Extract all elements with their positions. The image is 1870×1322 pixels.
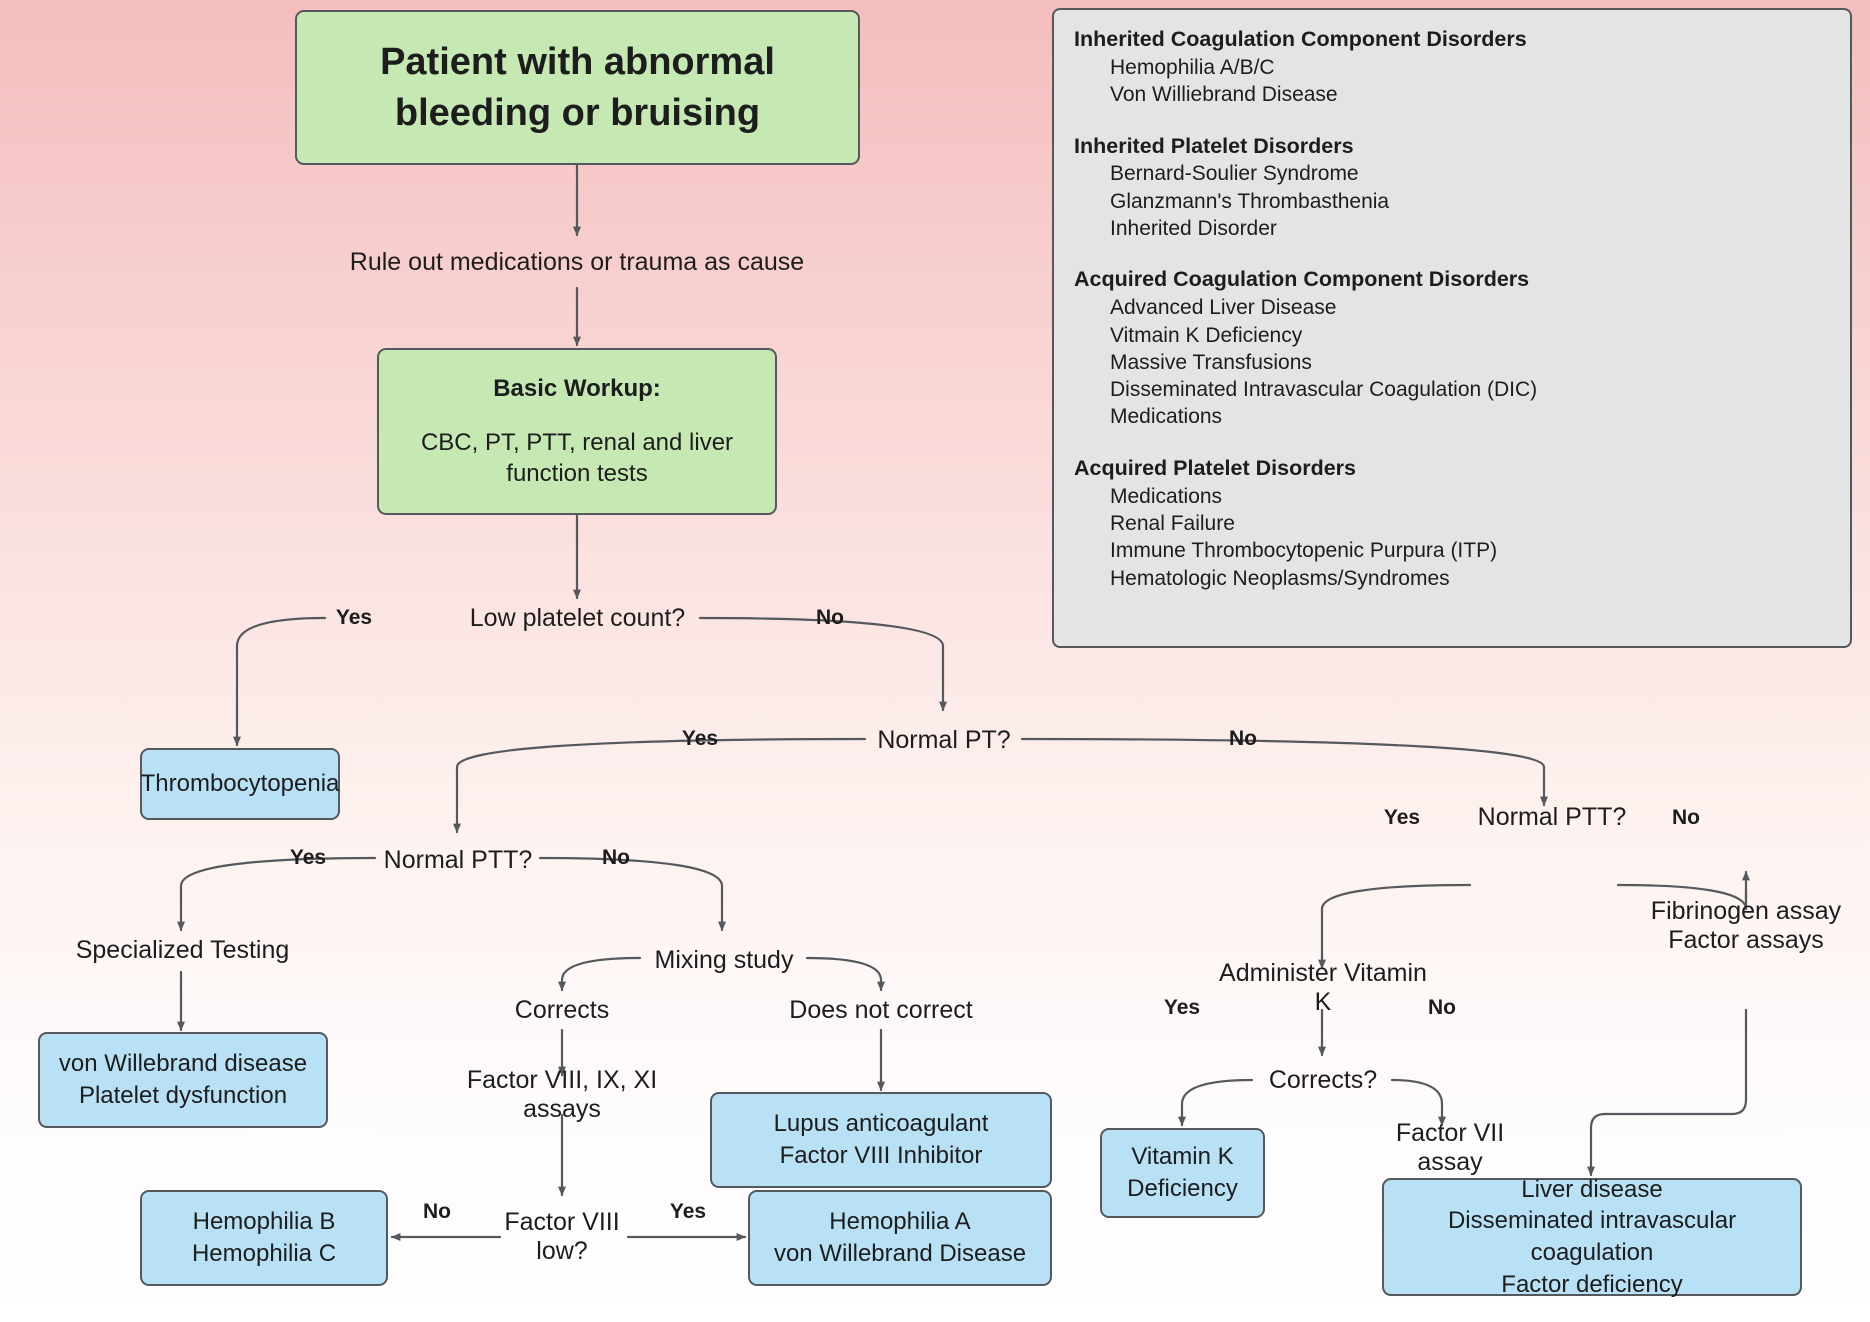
edge-label-normal-ptt-right-yes: Yes	[1383, 806, 1421, 829]
node-hemophilia-b-c[interactable]: Hemophilia B Hemophilia C	[140, 1190, 388, 1286]
legend-section: Acquired Platelet Disorders Medications …	[1074, 455, 1830, 592]
node-q-normal-ptt-right-label: Normal PTT?	[1477, 802, 1627, 831]
legend-item: Glanzmann's Thrombasthenia	[1110, 189, 1390, 213]
legend-heading: Inherited Coagulation Component Disorder…	[1074, 27, 1527, 51]
node-fibrinogen-assay: Fibrinogen assay Factor assays	[1640, 885, 1852, 967]
node-vwd-line1: von Willebrand disease	[58, 1050, 308, 1078]
legend-item: Hemophilia A/B/C	[1110, 55, 1275, 79]
legend-section: Acquired Coagulation Component Disorders…	[1074, 266, 1830, 430]
node-mixing-study-label: Mixing study	[654, 945, 794, 974]
node-q-factor-viii-low: Factor VIII low?	[495, 1196, 629, 1278]
node-thrombocytopenia[interactable]: Thrombocytopenia	[140, 748, 340, 820]
node-basic-workup-body: CBC, PT, PTT, renal and liver function t…	[420, 428, 734, 488]
node-vitamin-k-deficiency[interactable]: Vitamin K Deficiency	[1100, 1128, 1265, 1218]
node-start[interactable]: Patient with abnormal bleeding or bruisi…	[295, 10, 860, 165]
legend-item: Hematologic Neoplasms/Syndromes	[1110, 566, 1450, 590]
legend-heading: Acquired Coagulation Component Disorders	[1074, 267, 1530, 292]
node-start-line1: Patient with abnormal	[380, 41, 775, 84]
edge-label-factor-viii-yes: Yes	[669, 1200, 707, 1223]
node-hemophilia-a-vwd[interactable]: Hemophilia A von Willebrand Disease	[748, 1190, 1052, 1286]
edge-label-low-platelet-no: No	[816, 606, 844, 629]
legend-heading: Inherited Platelet Disorders	[1074, 133, 1354, 158]
node-hemophilia-b-c-line2: Hemophilia C	[191, 1240, 337, 1267]
node-corrects-label: Corrects	[514, 995, 610, 1024]
node-q-low-platelet: Low platelet count?	[400, 596, 755, 640]
node-liver-disease[interactable]: Liver disease Disseminated intravascular…	[1382, 1176, 1802, 1298]
legend-panel: Inherited Coagulation Component Disorder…	[1052, 8, 1852, 648]
node-vwd-line2: Platelet dysfunction	[78, 1082, 288, 1109]
legend-item: Medications	[1110, 405, 1223, 429]
node-basic-workup-title: Basic Workup:	[493, 374, 661, 402]
legend-heading: Acquired Platelet Disorders	[1074, 455, 1356, 480]
node-administer-vitamin-k: Administer Vitamin K	[1212, 959, 1434, 1016]
node-q-normal-ptt-left-label: Normal PTT?	[383, 845, 533, 874]
node-vitamin-k-def-line2: Deficiency	[1127, 1175, 1238, 1202]
legend-item: Von Williebrand Disease	[1110, 83, 1338, 107]
edge-label-normal-ptt-left-no: No	[602, 846, 630, 869]
edge-label-corrects-yes: Yes	[1163, 996, 1201, 1019]
legend-item: Advanced Liver Disease	[1110, 296, 1337, 320]
node-does-not-correct: Does not correct	[778, 988, 984, 1032]
edge-label-normal-pt-yes: Yes	[681, 727, 719, 750]
legend-section: Inherited Platelet Disorders Bernard-Sou…	[1074, 133, 1830, 243]
node-start-line2: bleeding or bruising	[394, 91, 761, 134]
legend-section: Inherited Coagulation Component Disorder…	[1074, 26, 1830, 109]
edge-label-normal-pt-no: No	[1229, 727, 1257, 750]
edge-label-factor-viii-no: No	[423, 1200, 451, 1223]
node-factor-vii-assay-label: Factor VII assay	[1395, 1119, 1505, 1176]
node-thrombocytopenia-label: Thrombocytopenia	[140, 770, 340, 798]
legend-item: Renal Failure	[1110, 512, 1235, 536]
node-q-normal-pt-label: Normal PT?	[877, 725, 1011, 754]
node-q-low-platelet-label: Low platelet count?	[469, 603, 686, 632]
node-q-factor-viii-low-line1: Factor VIII	[504, 1208, 620, 1236]
node-q-normal-pt: Normal PT?	[868, 718, 1020, 762]
node-q-factor-viii-low-line2: low?	[536, 1237, 588, 1265]
edge-label-normal-ptt-right-no: No	[1672, 806, 1700, 829]
node-factor-vii-assay: Factor VII assay	[1360, 1119, 1540, 1176]
node-corrects: Corrects	[500, 988, 624, 1032]
legend-item: Massive Transfusions	[1110, 350, 1312, 374]
node-mixing-study: Mixing study	[643, 938, 805, 982]
node-hemophilia-a-line1: Hemophilia A	[829, 1208, 971, 1236]
node-liver-line3: Factor deficiency	[1501, 1270, 1683, 1298]
node-liver-line2: Disseminated intravascular coagulation	[1447, 1207, 1737, 1266]
node-rule-out: Rule out medications or trauma as cause	[327, 238, 827, 286]
node-vitamin-k-def-line1: Vitamin K	[1131, 1143, 1234, 1171]
node-factor-assays: Factor VIII, IX, XI assays	[430, 1066, 694, 1123]
node-q-normal-ptt-right: Normal PTT?	[1472, 795, 1632, 839]
node-rule-out-label: Rule out medications or trauma as cause	[349, 247, 805, 276]
node-factor-assays-label: Factor VIII, IX, XI assays	[466, 1066, 658, 1123]
node-does-not-correct-label: Does not correct	[789, 995, 973, 1024]
legend-item: Vitmain K Deficiency	[1110, 323, 1303, 347]
legend-spacer	[1074, 109, 1830, 133]
legend-item: Immune Thrombocytopenic Purpura (ITP)	[1110, 539, 1498, 563]
node-hemophilia-b-c-line1: Hemophilia B	[192, 1208, 336, 1236]
legend-item: Inherited Disorder	[1110, 217, 1277, 241]
node-lupus-line2: Factor VIII Inhibitor	[779, 1142, 983, 1169]
node-q-corrects: Corrects?	[1258, 1058, 1388, 1102]
node-vwd-platelet-dysfunction[interactable]: von Willebrand disease Platelet dysfunct…	[38, 1032, 328, 1128]
node-fibrinogen-line2: Factor assays	[1668, 926, 1824, 954]
node-lupus-line1: Lupus anticoagulant	[773, 1110, 989, 1138]
edge-label-corrects-no: No	[1428, 996, 1456, 1019]
edge-label-normal-ptt-left-yes: Yes	[289, 846, 327, 869]
node-q-corrects-label: Corrects?	[1268, 1065, 1378, 1094]
node-specialized-testing: Specialized Testing	[60, 928, 305, 972]
node-liver-line1: Liver disease	[1521, 1175, 1663, 1203]
node-fibrinogen-line1: Fibrinogen assay	[1650, 897, 1842, 925]
legend-item: Medications	[1110, 484, 1223, 508]
node-q-normal-ptt-left: Normal PTT?	[378, 838, 538, 882]
legend-spacer	[1074, 431, 1830, 455]
node-hemophilia-a-line2: von Willebrand Disease	[773, 1240, 1027, 1267]
node-specialized-testing-label: Specialized Testing	[75, 935, 290, 964]
legend-item: Bernard-Soulier Syndrome	[1110, 162, 1359, 186]
edge-label-low-platelet-yes: Yes	[335, 606, 373, 629]
legend-spacer	[1074, 242, 1830, 266]
node-basic-workup[interactable]: Basic Workup: CBC, PT, PTT, renal and li…	[377, 348, 777, 515]
node-administer-vitamin-k-label: Administer Vitamin K	[1219, 959, 1427, 1016]
legend-item: Disseminated Intravascular Coagulation (…	[1110, 378, 1538, 402]
node-lupus-anticoagulant[interactable]: Lupus anticoagulant Factor VIII Inhibito…	[710, 1092, 1052, 1188]
